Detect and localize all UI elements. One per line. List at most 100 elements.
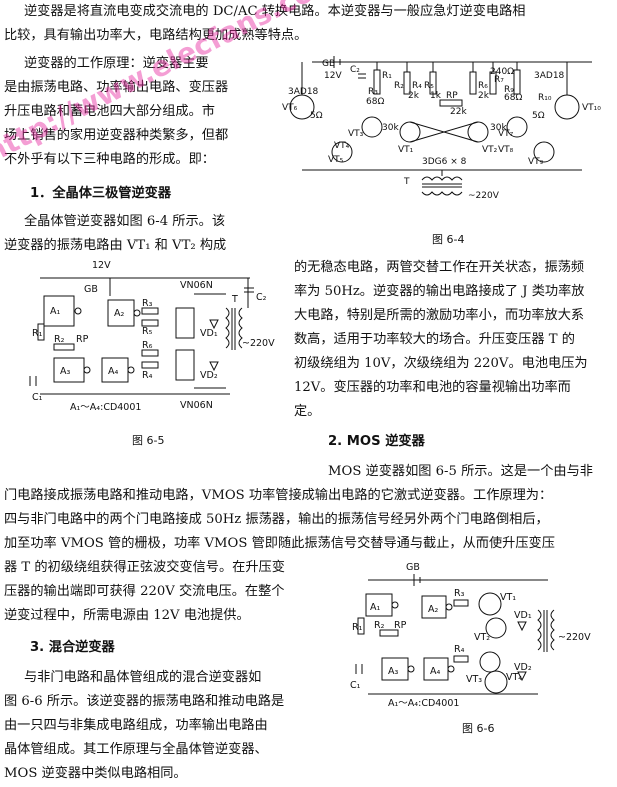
fig4-r7-value: 240Ω: [490, 67, 514, 77]
section-2-line-2: 门电路接成振荡电路和推动电路，VMOS 功率管接成输出电路的它激式逆变器。工作原…: [4, 488, 553, 503]
fig4-3dg6: 3DG6 × 8: [422, 157, 467, 167]
fig5-vn06-top: VN06N: [180, 280, 213, 291]
fig4-ad18-left: 3AD18: [288, 87, 319, 97]
figure-6-5-caption: 图 6-5: [132, 434, 165, 447]
fig5-a3: A₃: [60, 366, 70, 377]
section-1-cont-6: 12V。变压器的功率和电池的容量视输出功率而: [294, 380, 571, 395]
fig4-vt6: VT₆: [282, 103, 298, 113]
fig5-r1: R₁: [32, 328, 43, 339]
fig4-r1: R₁: [382, 71, 392, 81]
fig5-c1: C₁: [32, 392, 43, 403]
fig6-220v: ~220V: [558, 632, 591, 643]
fig4-5ohm: 5Ω: [310, 111, 323, 121]
section-1-line-1: 全晶体管逆变器如图 6-4 所示。该: [24, 214, 226, 229]
section-1-title: 1．全晶体三极管逆变器: [30, 186, 172, 201]
fig4-r6: R₆: [478, 81, 488, 91]
fig6-r2: R₂: [374, 620, 385, 631]
section-1-cont-2: 率为 50Hz。逆变器的输出电路接成了 J 类功率放: [294, 284, 585, 299]
fig6-r1: R₁: [352, 622, 363, 633]
fig6-a3: A₃: [388, 666, 398, 677]
fig4-vt4: VT₄: [334, 141, 350, 151]
fig4-r9: R₉: [504, 85, 514, 95]
fig4-r2-value: 2k: [408, 91, 420, 101]
fig6-vt4: VT₄: [506, 672, 522, 683]
fig4-vt1: VT₁: [398, 145, 414, 155]
fig4-vt8: VT₈: [498, 145, 514, 155]
intro-line-2: 比较，具有输出功率大，电路结构更加成熟等特点。: [4, 28, 308, 43]
fig5-12v: 12V: [92, 260, 111, 271]
fig5-ic-note: A₁～A₄:CD4001: [70, 402, 141, 413]
fig5-t: T: [231, 294, 238, 305]
principle-line-5: 不外乎有以下三种电路的形成。即：: [4, 152, 215, 167]
fig4-vt10: VT₁₀: [582, 103, 601, 113]
fig4-220v: ~220V: [468, 191, 500, 201]
fig6-gb: GB: [406, 562, 420, 573]
section-2-line-1: MOS 逆变器如图 6-5 所示。这是一个由与非: [328, 464, 593, 479]
fig4-vt7: VT₇: [498, 129, 514, 139]
section-2-title: 2. MOS 逆变器: [328, 434, 425, 449]
fig4-vt5: VT₅: [328, 155, 344, 165]
fig4-r3: R₃: [368, 87, 378, 97]
fig4-gb: GB: [322, 59, 335, 69]
fig5-a2: A₂: [114, 308, 124, 319]
fig6-ic-note: A₁～A₄:CD4001: [388, 698, 459, 709]
fig4-vt3: VT₃: [348, 129, 364, 139]
fig6-a1: A₁: [370, 602, 380, 613]
fig4-r4-value: 1k: [430, 91, 442, 101]
fig4-r3-value: 68Ω: [366, 97, 384, 107]
fig4-r4: R₄: [412, 81, 422, 91]
section-3-line-3: 由一只四与非集成电路组成，功率输出电路由: [4, 718, 268, 733]
fig4-rp-value: 22k: [450, 107, 467, 117]
fig6-r4: R₄: [454, 644, 465, 655]
fig5-r3: R₃: [142, 298, 153, 309]
fig5-vd2: VD₂: [200, 370, 218, 381]
section-2-line-3: 四与非门电路中的两个门电路接成 50Hz 振荡器，输出的振荡信号经另外两个门电路…: [4, 512, 549, 527]
fig4-r5: R₅: [424, 81, 434, 91]
fig6-vt2: VT₂: [474, 632, 490, 643]
section-1-cont-1: 的无稳态电路，两管交替工作在开关状态，振荡频: [294, 260, 585, 275]
principle-line-1: 逆变器的工作原理：逆变器主要: [24, 56, 209, 71]
section-3-line-2: 图 6-6 所示。该逆变器的振荡电路和推动电路是: [4, 694, 285, 709]
fig4-r7: R₇: [494, 75, 504, 85]
fig6-vt3: VT₃: [466, 674, 482, 685]
section-2-line-6: 压器的输出端即可获得 220V 交流电压。在整个: [4, 584, 285, 599]
fig4-t: T: [403, 177, 410, 187]
fig4-r10: R₁₀: [538, 93, 552, 103]
section-1-cont-4: 数高，适用于功率较大的场合。升压变压器 T 的: [294, 332, 575, 347]
figure-6-4-caption: 图 6-4: [432, 233, 465, 246]
section-3-line-5: MOS 逆变器中类似电路相同。: [4, 766, 187, 781]
fig5-c2: C₂: [256, 292, 267, 303]
fig6-rp: RP: [394, 620, 407, 631]
section-1-cont-3: 大电路，特别是所需的激励功率小，而功率放大系: [294, 308, 585, 323]
fig6-vd2: VD₂: [514, 662, 532, 673]
figure-6-5-diagram: 12V GB A₁ A₂ A₃ A₄ R₁ R₂ RP R₃ R₅ R₆ R₄ …: [29, 260, 275, 413]
figure-6-6-diagram: GB A₁ A₂ A₃ A₄ R₁ R₂ RP R₃ R₄ C₁ VT₁ VT₂…: [350, 562, 591, 709]
section-1-cont-7: 定。: [294, 404, 321, 419]
fig6-vd1: VD₁: [514, 610, 532, 621]
principle-line-4: 场上销售的家用逆变器种类繁多，但都: [4, 128, 229, 143]
section-1-cont-5: 初级绕组为 10V，次级绕组为 220V。电池电压为: [294, 356, 588, 371]
section-3-title: 3. 混合逆变器: [30, 640, 115, 655]
fig5-vn06-bottom: VN06N: [180, 400, 213, 411]
fig5-220v: ~220V: [242, 338, 275, 349]
fig4-12v: 12V: [324, 71, 342, 81]
fig5-a4: A₄: [108, 366, 118, 377]
fig5-r6: R₆: [142, 340, 153, 351]
fig6-vt1: VT₁: [500, 592, 516, 603]
fig5-r4: R₄: [142, 370, 153, 381]
fig4-vt2: VT₂: [482, 145, 498, 155]
principle-line-2: 是由振荡电路、功率输出电路、变压器: [4, 80, 229, 95]
fig4-r6-value: 2k: [478, 91, 490, 101]
fig5-gb: GB: [84, 284, 98, 295]
fig5-rp: RP: [76, 334, 89, 345]
fig6-a2: A₂: [428, 604, 438, 615]
fig6-r3: R₃: [454, 588, 465, 599]
figure-6-4-diagram: GB 12V C₂ R₁ R₂ 3AD18 R₃ 68Ω R₄ 2k R₅ 1k…: [282, 56, 601, 201]
fig5-r2: R₂: [54, 334, 65, 345]
section-2-line-4: 加至功率 VMOS 管的栅极，功率 VMOS 管即随此振荡信号交替导通与截止，从…: [4, 536, 555, 551]
section-3-line-4: 晶体管组成。其工作原理与全晶体管逆变器、: [4, 742, 268, 757]
fig5-vd1: VD₁: [200, 328, 218, 339]
fig5-r5: R₅: [142, 326, 153, 337]
fig4-rp: RP: [446, 91, 458, 101]
fig4-ad18-right: 3AD18: [534, 71, 565, 81]
